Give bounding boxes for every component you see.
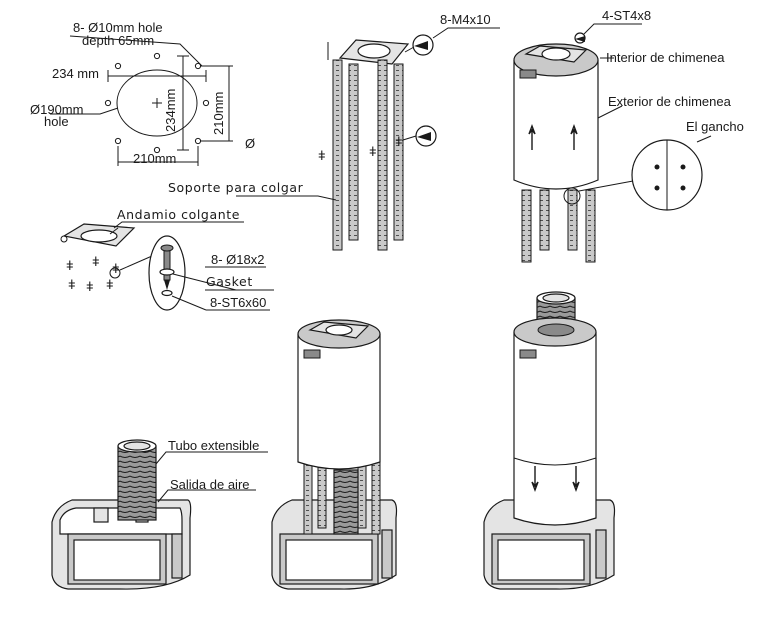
extensible-tube <box>117 445 157 521</box>
svg-text:ǂ: ǂ <box>395 134 403 149</box>
dim-234-vertical-label: 234mm <box>163 89 178 132</box>
hanging-scaffold-drawing: ǂ ǂ ǂ ǂ ǂ ǂ Andamio colgante 8- Ø18x2 Ga… <box>60 207 274 311</box>
m4x10-label: 8-M4x10 <box>440 12 491 27</box>
hook-detail-callout <box>631 139 703 211</box>
phi-symbol: Ø <box>245 136 255 151</box>
depth-label: depth 65mm <box>82 33 154 48</box>
hanging-rod <box>377 59 388 251</box>
svg-text:ǂ: ǂ <box>369 144 377 159</box>
duct-hole-circle <box>116 69 198 137</box>
soporte-label: Soporte para colgar <box>168 180 304 195</box>
gasket-label: Gasket <box>206 274 253 289</box>
holes-label: 8- Ø10mm hole <box>73 20 163 35</box>
tubo-label: Tubo extensible <box>168 438 259 453</box>
salida-label: Salida de aire <box>170 477 250 492</box>
dim-210-horizontal-label: 210mm <box>133 151 176 166</box>
svg-text:ǂ: ǂ <box>92 254 100 269</box>
hanging-rod <box>348 63 359 241</box>
interior-label: Interior de chimenea <box>606 50 725 65</box>
andamio-label: Andamio colgante <box>117 207 240 222</box>
svg-text:ǂ: ǂ <box>68 277 76 292</box>
chimney-hooks-drawing: 4-ST4x8 Interior de chimenea Exterior de… <box>513 8 744 263</box>
chimney-lowering-drawing <box>271 319 398 590</box>
stove-base-tube-drawing: Tubo extensible Salida de aire <box>51 438 268 590</box>
ceiling-template-drawing: 8- Ø10mm hole depth 65mm 234 mm 234mm 21… <box>30 20 255 166</box>
chimney-final-drawing <box>483 291 616 590</box>
screw-gasket-detail <box>148 235 186 311</box>
dim-210-vertical-label: 210mm <box>211 92 226 135</box>
hole-190-label: Ø190mm <box>30 102 83 117</box>
screw-callout-icon <box>415 125 437 147</box>
svg-text:ǂ: ǂ <box>318 148 326 163</box>
d18x2-label: 8- Ø18x2 <box>211 252 264 267</box>
screw-callout-icon <box>412 34 434 56</box>
svg-text:ǂ: ǂ <box>86 279 94 294</box>
gancho-label: El gancho <box>686 119 744 134</box>
exterior-label: Exterior de chimenea <box>608 94 732 109</box>
hanging-bracket-drawing: ǂ ǂ ǂ 8-M4x10 Soporte para colgar <box>168 12 500 251</box>
st4x8-label: 4-ST4x8 <box>602 8 651 23</box>
chimney-exterior <box>513 60 599 190</box>
screw-icon <box>574 32 586 44</box>
hole-label: hole <box>44 114 69 129</box>
svg-text:ǂ: ǂ <box>66 258 74 273</box>
hanging-rod <box>332 59 343 251</box>
svg-text:ǂ: ǂ <box>106 277 114 292</box>
hanging-rod <box>393 63 404 241</box>
st6x60-label: 8-ST6x60 <box>210 295 266 310</box>
dim-234-horizontal-label: 234 mm <box>52 66 99 81</box>
